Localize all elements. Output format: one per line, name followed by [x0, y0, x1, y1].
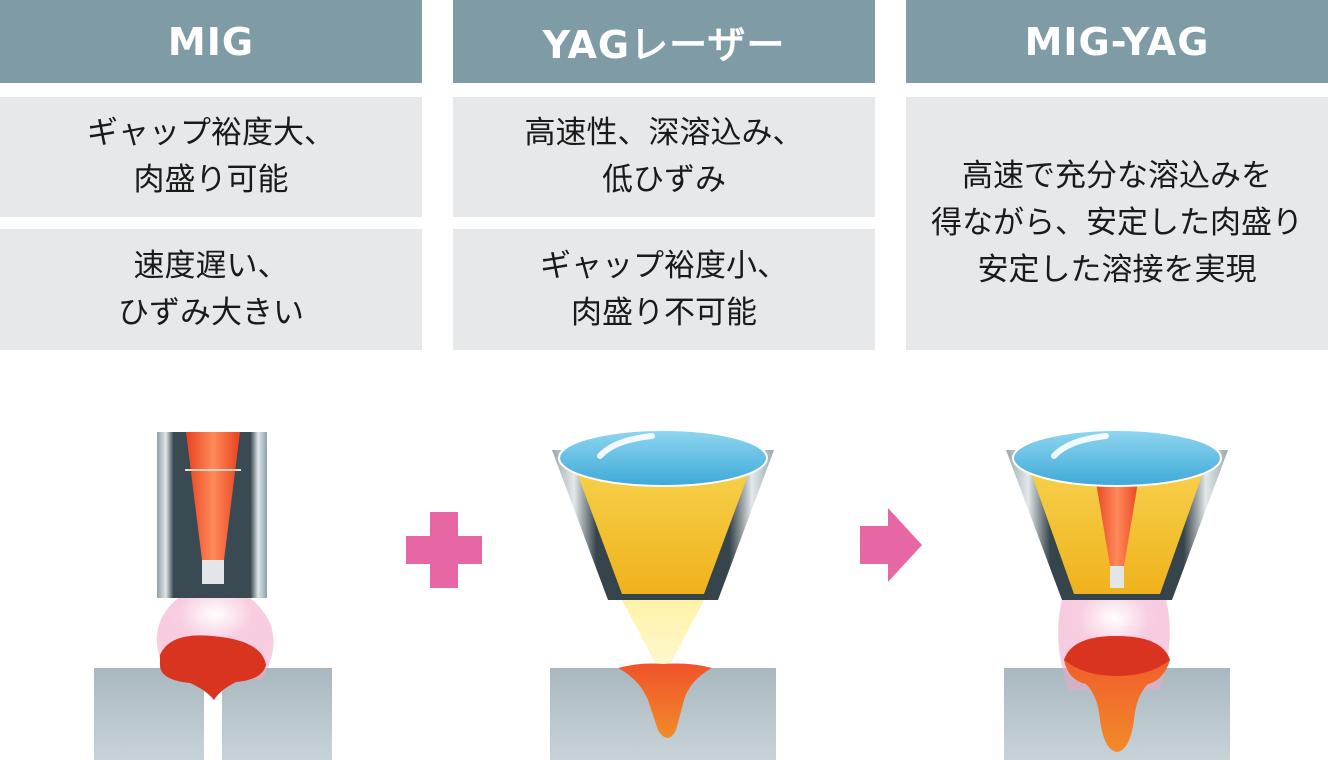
column-mig-yag: MIG-YAG 高速で充分な溶込みを 得ながら、安定した肉盛り 安定した溶接を実…: [906, 0, 1328, 350]
disadvantage-text-yag-laser: ギャップ裕度小、 肉盛り不可能: [540, 247, 788, 331]
column-header-yag-laser: YAGレーザー: [453, 0, 875, 83]
yag-laser-illustration: [550, 429, 776, 760]
column-yag-laser: YAGレーザー 高速性、深溶込み、 低ひずみ ギャップ裕度小、 肉盛り不可能: [453, 0, 875, 350]
yag-laser-beam: [576, 470, 750, 594]
disadvantage-cell-yag-laser: ギャップ裕度小、 肉盛り不可能: [453, 229, 875, 350]
advantage-cell-yag-laser: 高速性、深溶込み、 低ひずみ: [453, 97, 875, 217]
mig-yag-wire: [1094, 470, 1140, 566]
column-header-mig-yag: MIG-YAG: [906, 0, 1328, 83]
summary-text-mig-yag: 高速で充分な溶込みを 得ながら、安定した肉盛り 安定した溶接を実現: [931, 158, 1303, 288]
summary-cell-mig-yag: 高速で充分な溶込みを 得ながら、安定した肉盛り 安定した溶接を実現: [906, 97, 1328, 350]
yag-weld-pool: [618, 663, 712, 738]
mig-illustration: [94, 432, 332, 760]
mig-weld-pool: [160, 635, 266, 700]
yag-lens: [558, 429, 768, 487]
advantage-text-mig: ギャップ裕度大、 肉盛り可能: [87, 115, 335, 198]
arrow-right-icon: [860, 508, 922, 582]
advantage-cell-mig: ギャップ裕度大、 肉盛り可能: [0, 97, 422, 217]
mig-yag-lens: [1012, 429, 1222, 487]
disadvantage-text-mig: 速度遅い、 ひずみ大きい: [118, 247, 304, 331]
base-metal-right: [222, 668, 332, 760]
yag-beam-focus: [622, 600, 704, 672]
disadvantage-cell-mig: 速度遅い、 ひずみ大きい: [0, 229, 422, 350]
base-metal-left: [94, 668, 204, 760]
mig-yag-illustration: [1004, 429, 1230, 760]
column-header-mig: MIG: [0, 0, 422, 83]
column-mig: MIG ギャップ裕度大、 肉盛り可能 速度遅い、 ひずみ大きい: [0, 0, 422, 350]
advantage-text-yag-laser: 高速性、深溶込み、 低ひずみ: [524, 115, 804, 198]
plus-icon: [406, 512, 482, 588]
mig-wire: [186, 432, 240, 560]
